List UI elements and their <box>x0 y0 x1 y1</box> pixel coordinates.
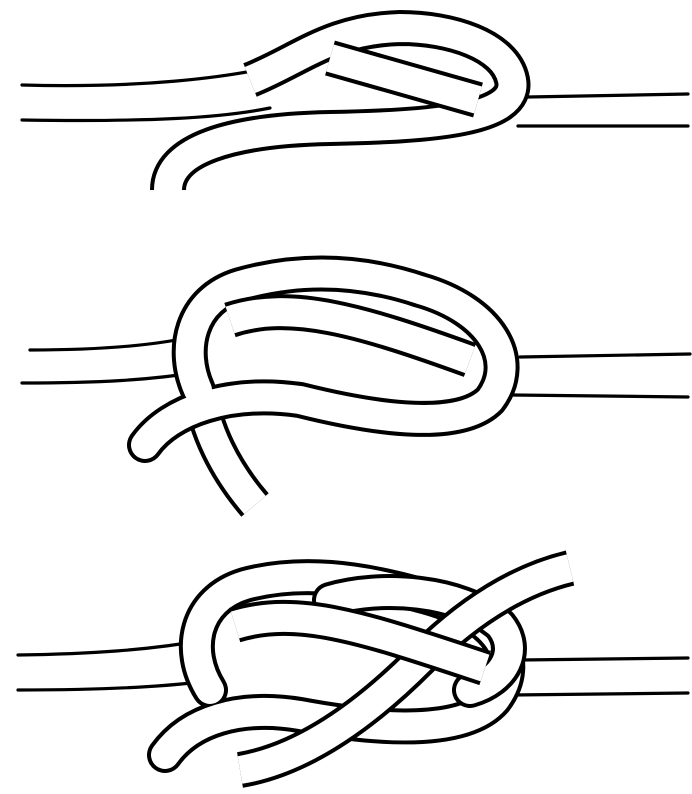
working-end-loop <box>168 28 512 190</box>
knot-step-2 <box>22 274 690 505</box>
knot-step-1 <box>22 28 688 190</box>
standing-line <box>18 640 688 695</box>
standing-line <box>22 335 690 397</box>
finished-figure-eight-knot <box>165 568 570 770</box>
knot-step-3 <box>18 568 688 770</box>
figure-eight-loop <box>145 274 502 505</box>
